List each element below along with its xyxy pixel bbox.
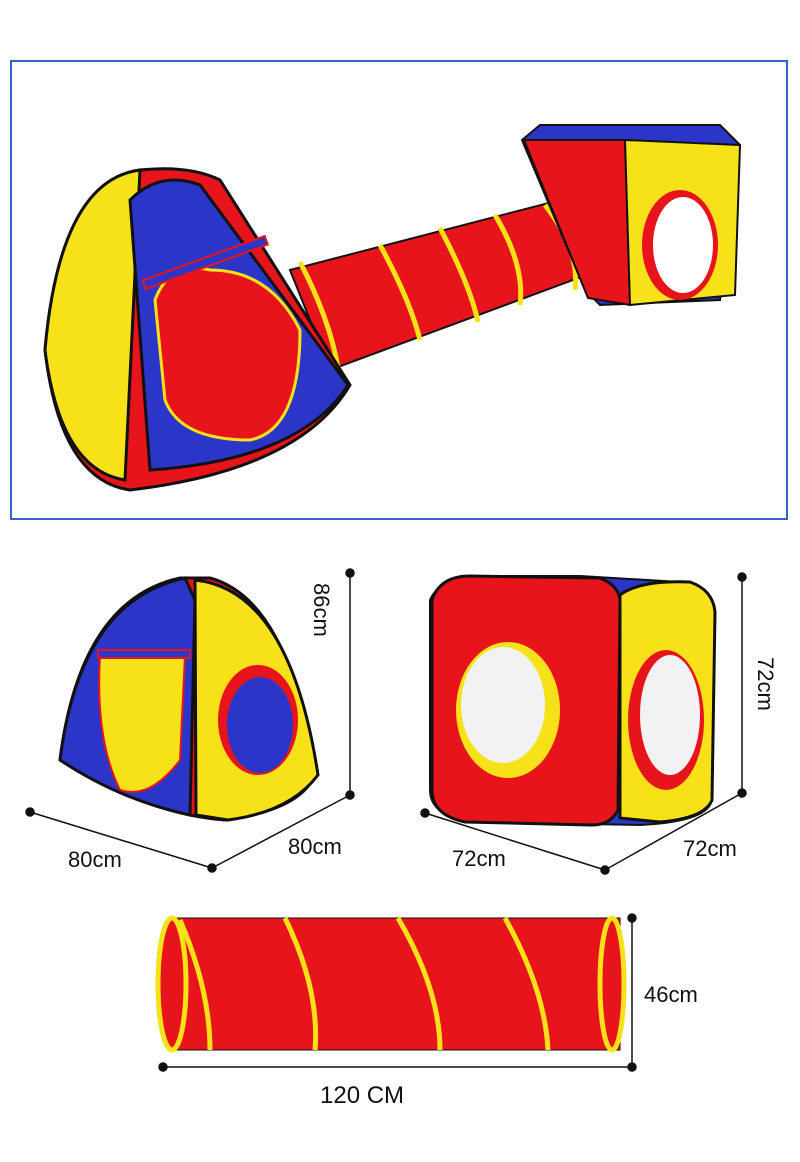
tunnel-dimension-lines: [158, 913, 637, 1072]
assembled-cube: [520, 124, 742, 307]
cube-tent-image: [429, 574, 717, 827]
product-photo-frame: [10, 60, 788, 520]
pyramid-depth-label: 80cm: [288, 834, 342, 859]
assembled-tunnel: [288, 198, 602, 372]
pyramid-dimension-lines: [25, 568, 355, 873]
cube-dimension-lines: [420, 572, 747, 875]
pyramid-tent-image: [58, 576, 320, 822]
tunnel-image: [155, 915, 627, 1053]
assembled-pyramid-tent: [43, 167, 352, 492]
pyramid-height-label: 86cm: [309, 583, 334, 637]
cube-depth-label: 72cm: [683, 836, 737, 861]
cube-height-label: 72cm: [753, 657, 778, 711]
cube-width-label: 72cm: [452, 846, 506, 871]
pyramid-width-label: 80cm: [68, 847, 122, 872]
tunnel-diameter-label: 46cm: [644, 982, 698, 1007]
tunnel-length-label: 120 CM: [320, 1082, 405, 1109]
